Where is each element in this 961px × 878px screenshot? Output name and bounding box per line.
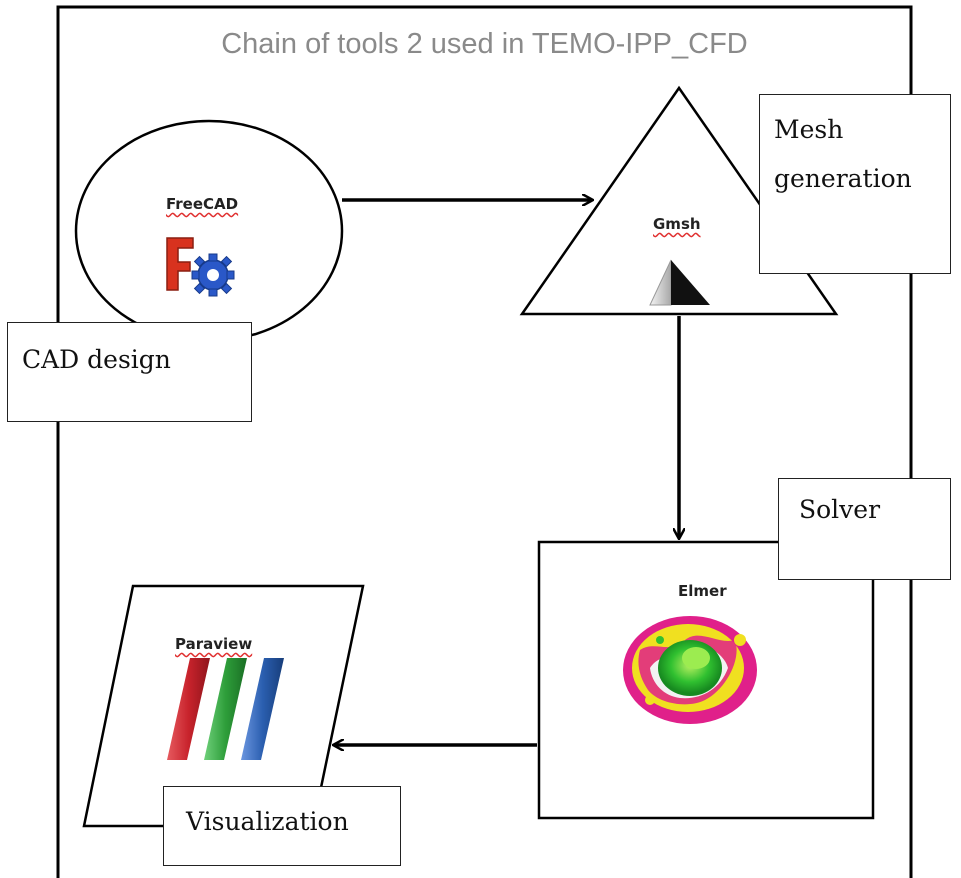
mesh-generation-line-1: Mesh <box>774 115 844 144</box>
elmer-simulation-icon <box>623 616 757 724</box>
elmer-label: Elmer <box>678 582 727 600</box>
visualization-text: Visualization <box>186 807 349 836</box>
mesh-generation-note: Mesh generation <box>759 94 951 274</box>
gmsh-logo-icon <box>649 259 710 306</box>
gmsh-node <box>519 85 839 316</box>
outer-frame <box>56 5 913 878</box>
freecad-logo-icon <box>166 237 235 297</box>
cad-design-note: CAD design <box>7 322 252 422</box>
freecad-node <box>74 119 344 343</box>
cad-design-text: CAD design <box>22 345 171 374</box>
paraview-logo-icon <box>167 658 284 760</box>
visualization-note: Visualization <box>163 786 401 866</box>
elmer-node <box>537 540 875 820</box>
paraview-label: Paraview <box>175 635 253 653</box>
solver-text: Solver <box>799 495 881 524</box>
mesh-generation-line-2: generation <box>774 164 912 193</box>
diagram-title: Chain of tools 2 used in TEMO-IPP_CFD <box>221 28 748 60</box>
freecad-label: FreeCAD <box>166 195 239 213</box>
solver-note: Solver <box>778 478 951 580</box>
gmsh-label: Gmsh <box>653 215 701 233</box>
